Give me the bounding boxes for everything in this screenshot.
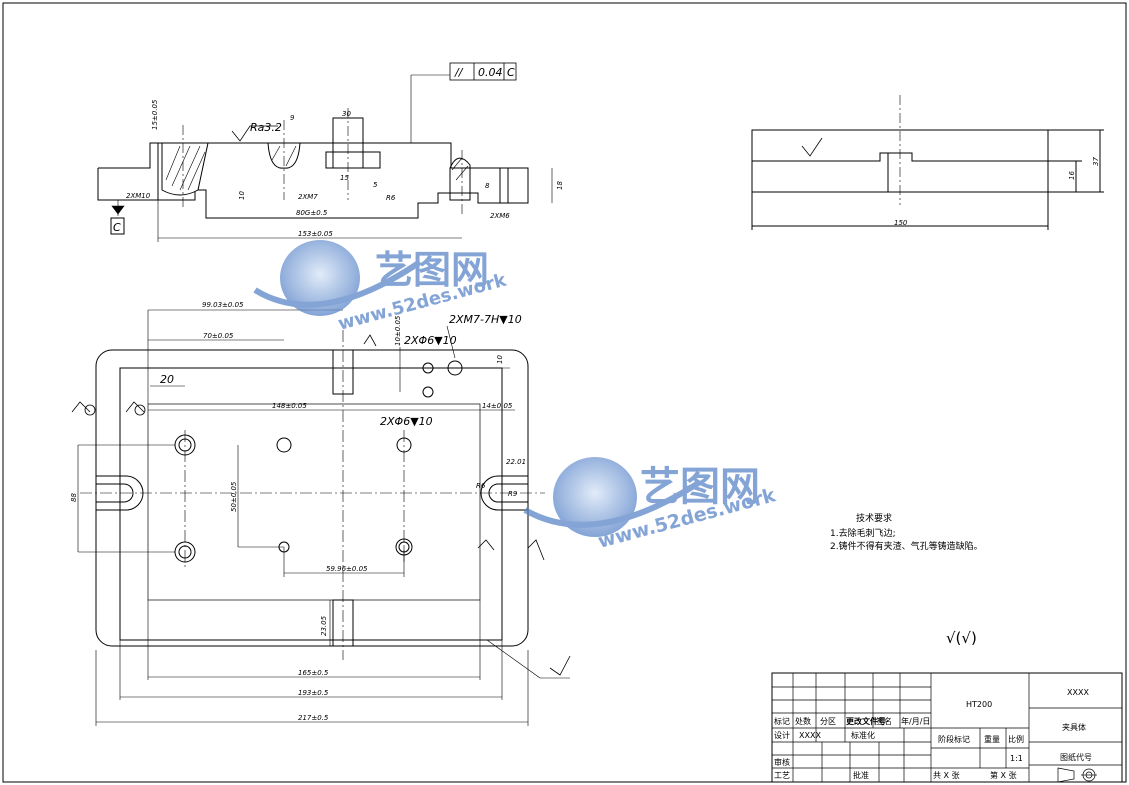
projection-symbol [1057,767,1097,783]
roughness-label: Ra3.2 [250,121,282,134]
plan-view [95,349,529,647]
dim-8: 8 [485,182,490,190]
dim-height-top: 15±0.05 [151,99,159,130]
front-view [97,117,529,219]
tb-scale: 比例 [1008,734,1024,744]
tb-part-name: 夹具体 [1062,722,1086,732]
tb-material: HT200 [966,700,992,709]
dim-2305: 23.05 [320,615,328,636]
dim-10-vert: 10±0.05 [394,315,402,346]
parallel-tolerance: 0.04 [478,66,503,79]
parallelism-frame [449,62,517,81]
tb-scale-value: 1:1 [1010,754,1023,763]
side-roughness [801,137,823,157]
tb-mark: 标记 [774,716,790,726]
side-h2: 37 [1092,157,1100,166]
callout-hole-pair-top: 2XΦ6▼10 [404,334,457,347]
finish-symbol: √(√) [946,629,977,647]
dim-18: 18 [556,181,564,190]
dim-30: 30 [342,110,351,118]
tb-design-label: 设计 [774,730,790,740]
tb-change-no: 更改文件号 [846,716,886,726]
tb-weight: 重量 [984,734,1000,744]
tb-approve: 批准 [853,770,869,780]
datum-box [110,217,125,235]
width-inner: 80G±0.5 [296,209,328,217]
tb-sheet-no: 第 X 张 [990,770,1017,780]
thread-right: 2XM6 [490,212,510,220]
side-view [751,129,1104,230]
watermark-brand-2: 艺图网 [640,464,760,510]
plan-dim-lines [77,309,570,726]
dim-r6-plan: R6 [476,482,486,490]
dim-88: 88 [70,493,78,502]
watermark-brand-1: 艺图网 [375,248,489,292]
thread-mid: 2XM7 [298,193,318,201]
dim-14: 14±0.05 [482,402,513,410]
thread-left: 2XM10 [126,192,151,200]
tb-zone: 分区 [820,717,836,726]
dim-99: 99.03±0.05 [202,301,244,309]
dim-20: 20 [160,373,174,386]
dim-70: 70±0.05 [203,332,234,340]
dim-10b: 10 [496,355,504,364]
callout-hole-pair-mid: 2XΦ6▼10 [380,415,433,428]
dim-9: 9 [290,114,295,122]
tb-sheets-total: 共 X 张 [933,771,960,780]
tb-standardize: 标准化 [851,730,875,740]
tb-count: 处数 [795,716,811,726]
side-h1: 16 [1068,171,1076,180]
dim-r9: R9 [508,490,518,498]
front-dim-lines [111,74,553,242]
tb-org: XXXX [1067,688,1089,697]
front-centerlines [182,108,463,215]
callout-tapped-hole: 2XM7-7H▼10 [449,313,522,326]
tb-process: 工艺 [774,771,790,780]
title-block [771,672,1123,783]
watermark-2: 艺图网 www.52des.work [523,457,778,553]
dim-165: 165±0.5 [298,669,329,677]
roughness-symbol [231,125,278,142]
width-total: 153±0.05 [298,230,333,238]
tb-designer: XXXX [799,731,821,740]
side-length: 150 [894,219,908,227]
notes-title: 技术要求 [856,512,892,524]
parallel-symbol: // [454,66,464,79]
tb-date: 年/月/日 [901,716,930,726]
dim-2201: 22.01 [506,458,526,466]
plan-roughness-marks [71,334,571,676]
tb-review: 审核 [774,757,790,767]
tb-sign: 签名 [876,716,892,726]
dim-5996: 59.96±0.05 [326,565,368,573]
parallel-datum: C [507,66,515,79]
section-hatching [165,145,469,191]
dim-50: 50±0.05 [230,481,238,512]
tb-drawing-no-label: 图纸代号 [1060,752,1092,762]
datum-label: C [113,221,121,234]
dim-10: 10 [238,191,246,200]
notes-item-2: 2.铸件不得有夹渣、气孔等铸造缺陷。 [830,540,983,552]
tb-stage: 阶段标记 [938,734,970,744]
plan-centerlines [80,330,545,660]
dim-5: 5 [373,181,378,189]
notes-item-1: 1.去除毛刺飞边; [830,527,896,539]
dim-148: 148±0.05 [272,402,307,410]
dim-r6: R6 [386,194,396,202]
dim-217: 217±0.5 [298,714,329,722]
dim-15: 15 [340,174,349,182]
dim-193: 193±0.5 [298,689,329,697]
